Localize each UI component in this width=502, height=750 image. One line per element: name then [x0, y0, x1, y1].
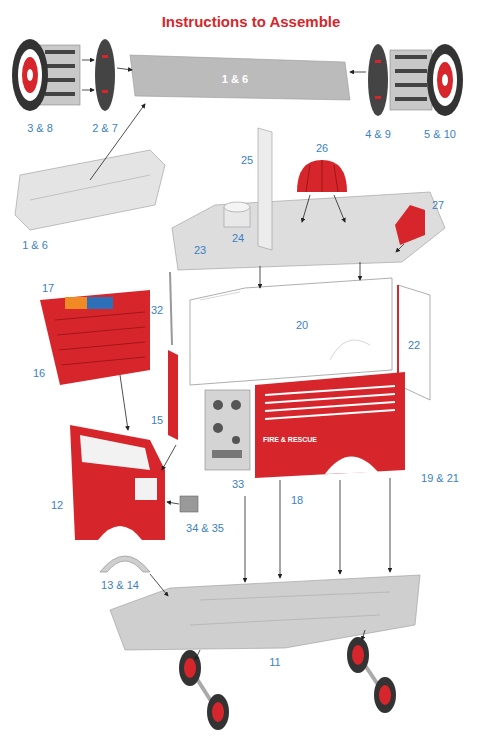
callout-number: 25 [241, 154, 253, 166]
callout-number: 4 & 9 [365, 128, 391, 140]
callout-number: 16 [33, 367, 45, 379]
callout-number: 22 [408, 339, 420, 351]
callout-number: 32 [151, 304, 163, 316]
callout-number: 23 [194, 244, 206, 256]
callout-number: 24 [232, 232, 244, 244]
callout-number: 12 [51, 499, 63, 511]
callout-number: 18 [291, 494, 303, 506]
callout-number: 26 [316, 142, 328, 154]
callout-number: 13 & 14 [101, 579, 139, 591]
callout-number: 34 & 35 [186, 522, 224, 534]
callout-number: 3 & 8 [27, 122, 53, 134]
callout-number: 1 & 6 [22, 239, 48, 251]
callout-number: 17 [42, 282, 54, 294]
callout-number: 1 & 6 [222, 73, 248, 85]
callout-number: 11 [269, 656, 280, 668]
callout-number: 15 [151, 414, 163, 426]
printed-lettering: FIRE & RESCUE [263, 436, 317, 444]
callout-number: 33 [232, 478, 244, 490]
callout-number: 2 & 7 [92, 122, 118, 134]
diagram-title: Instructions to Assemble [162, 14, 341, 31]
callout-number: 19 & 21 [421, 472, 459, 484]
callout-number: 20 [296, 319, 308, 331]
callout-number: 27 [432, 199, 444, 211]
callout-number: 5 & 10 [424, 128, 456, 140]
